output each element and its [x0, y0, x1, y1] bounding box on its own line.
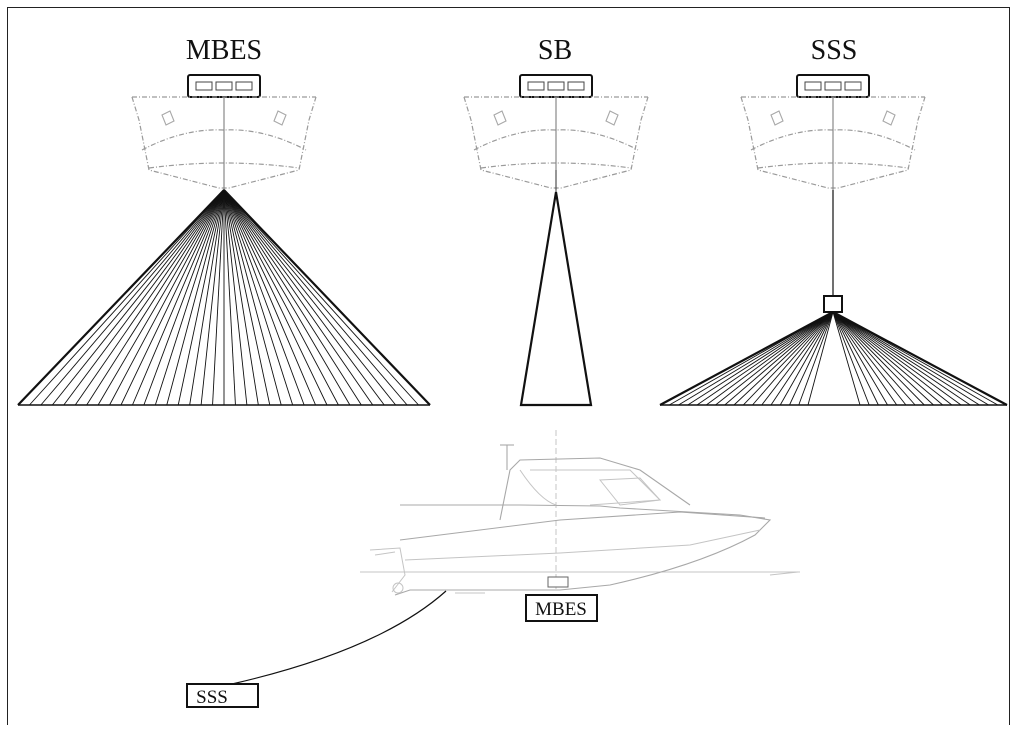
- sss-beam-line: [832, 311, 907, 406]
- sss-beam-line: [724, 311, 834, 406]
- mbes-beam-line: [132, 189, 225, 406]
- mbes-beam-line: [143, 189, 225, 406]
- cabin-box: [519, 74, 593, 98]
- mbes-beam-line: [177, 189, 225, 406]
- sss-beam-line: [832, 311, 870, 406]
- sss-towfish-box: [823, 295, 843, 313]
- sss-beam-line: [659, 311, 834, 406]
- mbes-beam-line: [74, 189, 225, 406]
- sb-beam-cone: [519, 170, 593, 407]
- cabin-box: [796, 74, 870, 98]
- sss-beam-line: [832, 311, 879, 406]
- sss-beam-line: [779, 311, 834, 406]
- mbes-hull-mount: [547, 576, 569, 588]
- sss-beam-line: [832, 311, 943, 406]
- mbes-beam-line: [223, 189, 339, 406]
- sss-beam-line: [669, 311, 834, 406]
- mbes-beam-line: [189, 189, 225, 406]
- mbes-title: MBES: [186, 35, 262, 66]
- mbes-beam-line: [17, 189, 225, 406]
- sb-cone-shape: [519, 191, 593, 407]
- sss-beam-line: [807, 311, 834, 406]
- mbes-beam-line: [51, 189, 225, 406]
- sss-beam-line: [832, 311, 916, 406]
- mbes-beam-line: [223, 189, 385, 406]
- sss-side-tow-line: [231, 590, 447, 685]
- mbes-beam-line: [223, 189, 236, 406]
- sss-beam-line: [832, 311, 971, 406]
- boat-side-view: [360, 430, 800, 596]
- mbes-beam-line: [223, 189, 316, 406]
- sss-label-box: [186, 683, 259, 708]
- mbes-beam-line: [97, 189, 225, 406]
- sb-title: SB: [538, 35, 572, 66]
- mbes-beam-line: [223, 189, 271, 406]
- sss-beam-line: [770, 311, 834, 406]
- mbes-beam-line: [200, 189, 225, 406]
- sss-beam-line: [832, 311, 888, 406]
- sss-beam-line: [678, 311, 834, 406]
- sss-beam-line: [752, 311, 834, 406]
- mbes-beam-line: [109, 189, 225, 406]
- sss-beam-line: [832, 311, 934, 406]
- boat-front-view-sb: [463, 74, 649, 190]
- sss-title: SSS: [811, 35, 858, 66]
- sss-beam-line: [733, 311, 834, 406]
- mbes-beam-fan: [17, 189, 431, 406]
- sss-beam-line: [761, 311, 834, 406]
- sss-beam-line: [715, 311, 834, 406]
- sss-beam-line: [832, 311, 925, 406]
- mbes-label: MBES: [535, 599, 587, 620]
- mbes-beam-line: [166, 189, 225, 406]
- cabin-box: [187, 74, 261, 98]
- sss-beam-line: [832, 311, 962, 406]
- boat-front-view-sss: [740, 74, 926, 190]
- mbes-beam-line: [223, 189, 282, 406]
- mbes-beam-line: [223, 189, 362, 406]
- diagram-frame: [7, 7, 1010, 725]
- sss-beam-fan: [659, 311, 1008, 406]
- mbes-beam-line: [154, 189, 225, 406]
- sss-beam-line: [832, 311, 989, 406]
- mbes-beam-line: [223, 189, 431, 406]
- sss-beam-line: [832, 311, 1008, 406]
- mbes-beam-line: [223, 189, 419, 406]
- sss-beam-line: [742, 311, 834, 406]
- mbes-beam-line: [223, 189, 408, 406]
- sss-beam-line: [696, 311, 834, 406]
- sss-label: SSS: [196, 687, 228, 708]
- mbes-beam-line: [40, 189, 225, 406]
- sss-beam-line: [832, 311, 980, 406]
- mbes-beam-line: [223, 189, 397, 406]
- sss-beam-line: [705, 311, 834, 406]
- mbes-beam-line: [63, 189, 225, 406]
- mbes-beam-line: [120, 189, 225, 406]
- sss-beam-line: [687, 311, 834, 406]
- mbes-beam-line: [29, 189, 225, 406]
- mbes-beam-line: [86, 189, 225, 406]
- mbes-beam-line: [223, 189, 374, 406]
- sss-beam-line: [798, 311, 834, 406]
- sss-beam-line: [789, 311, 834, 406]
- mbes-label-box: [525, 594, 598, 622]
- mbes-beam-line: [223, 189, 328, 406]
- mbes-beam-line: [212, 189, 225, 406]
- mbes-beam-line: [223, 189, 294, 406]
- mbes-beam-line: [223, 189, 351, 406]
- mbes-beam-line: [223, 189, 305, 406]
- sss-beam-line: [832, 311, 861, 406]
- mbes-beam-line: [223, 189, 259, 406]
- sss-beam-line: [832, 311, 953, 406]
- mbes-beam-line: [223, 189, 248, 406]
- sss-beam-line: [832, 311, 898, 406]
- boat-front-view-mbes: [131, 74, 317, 190]
